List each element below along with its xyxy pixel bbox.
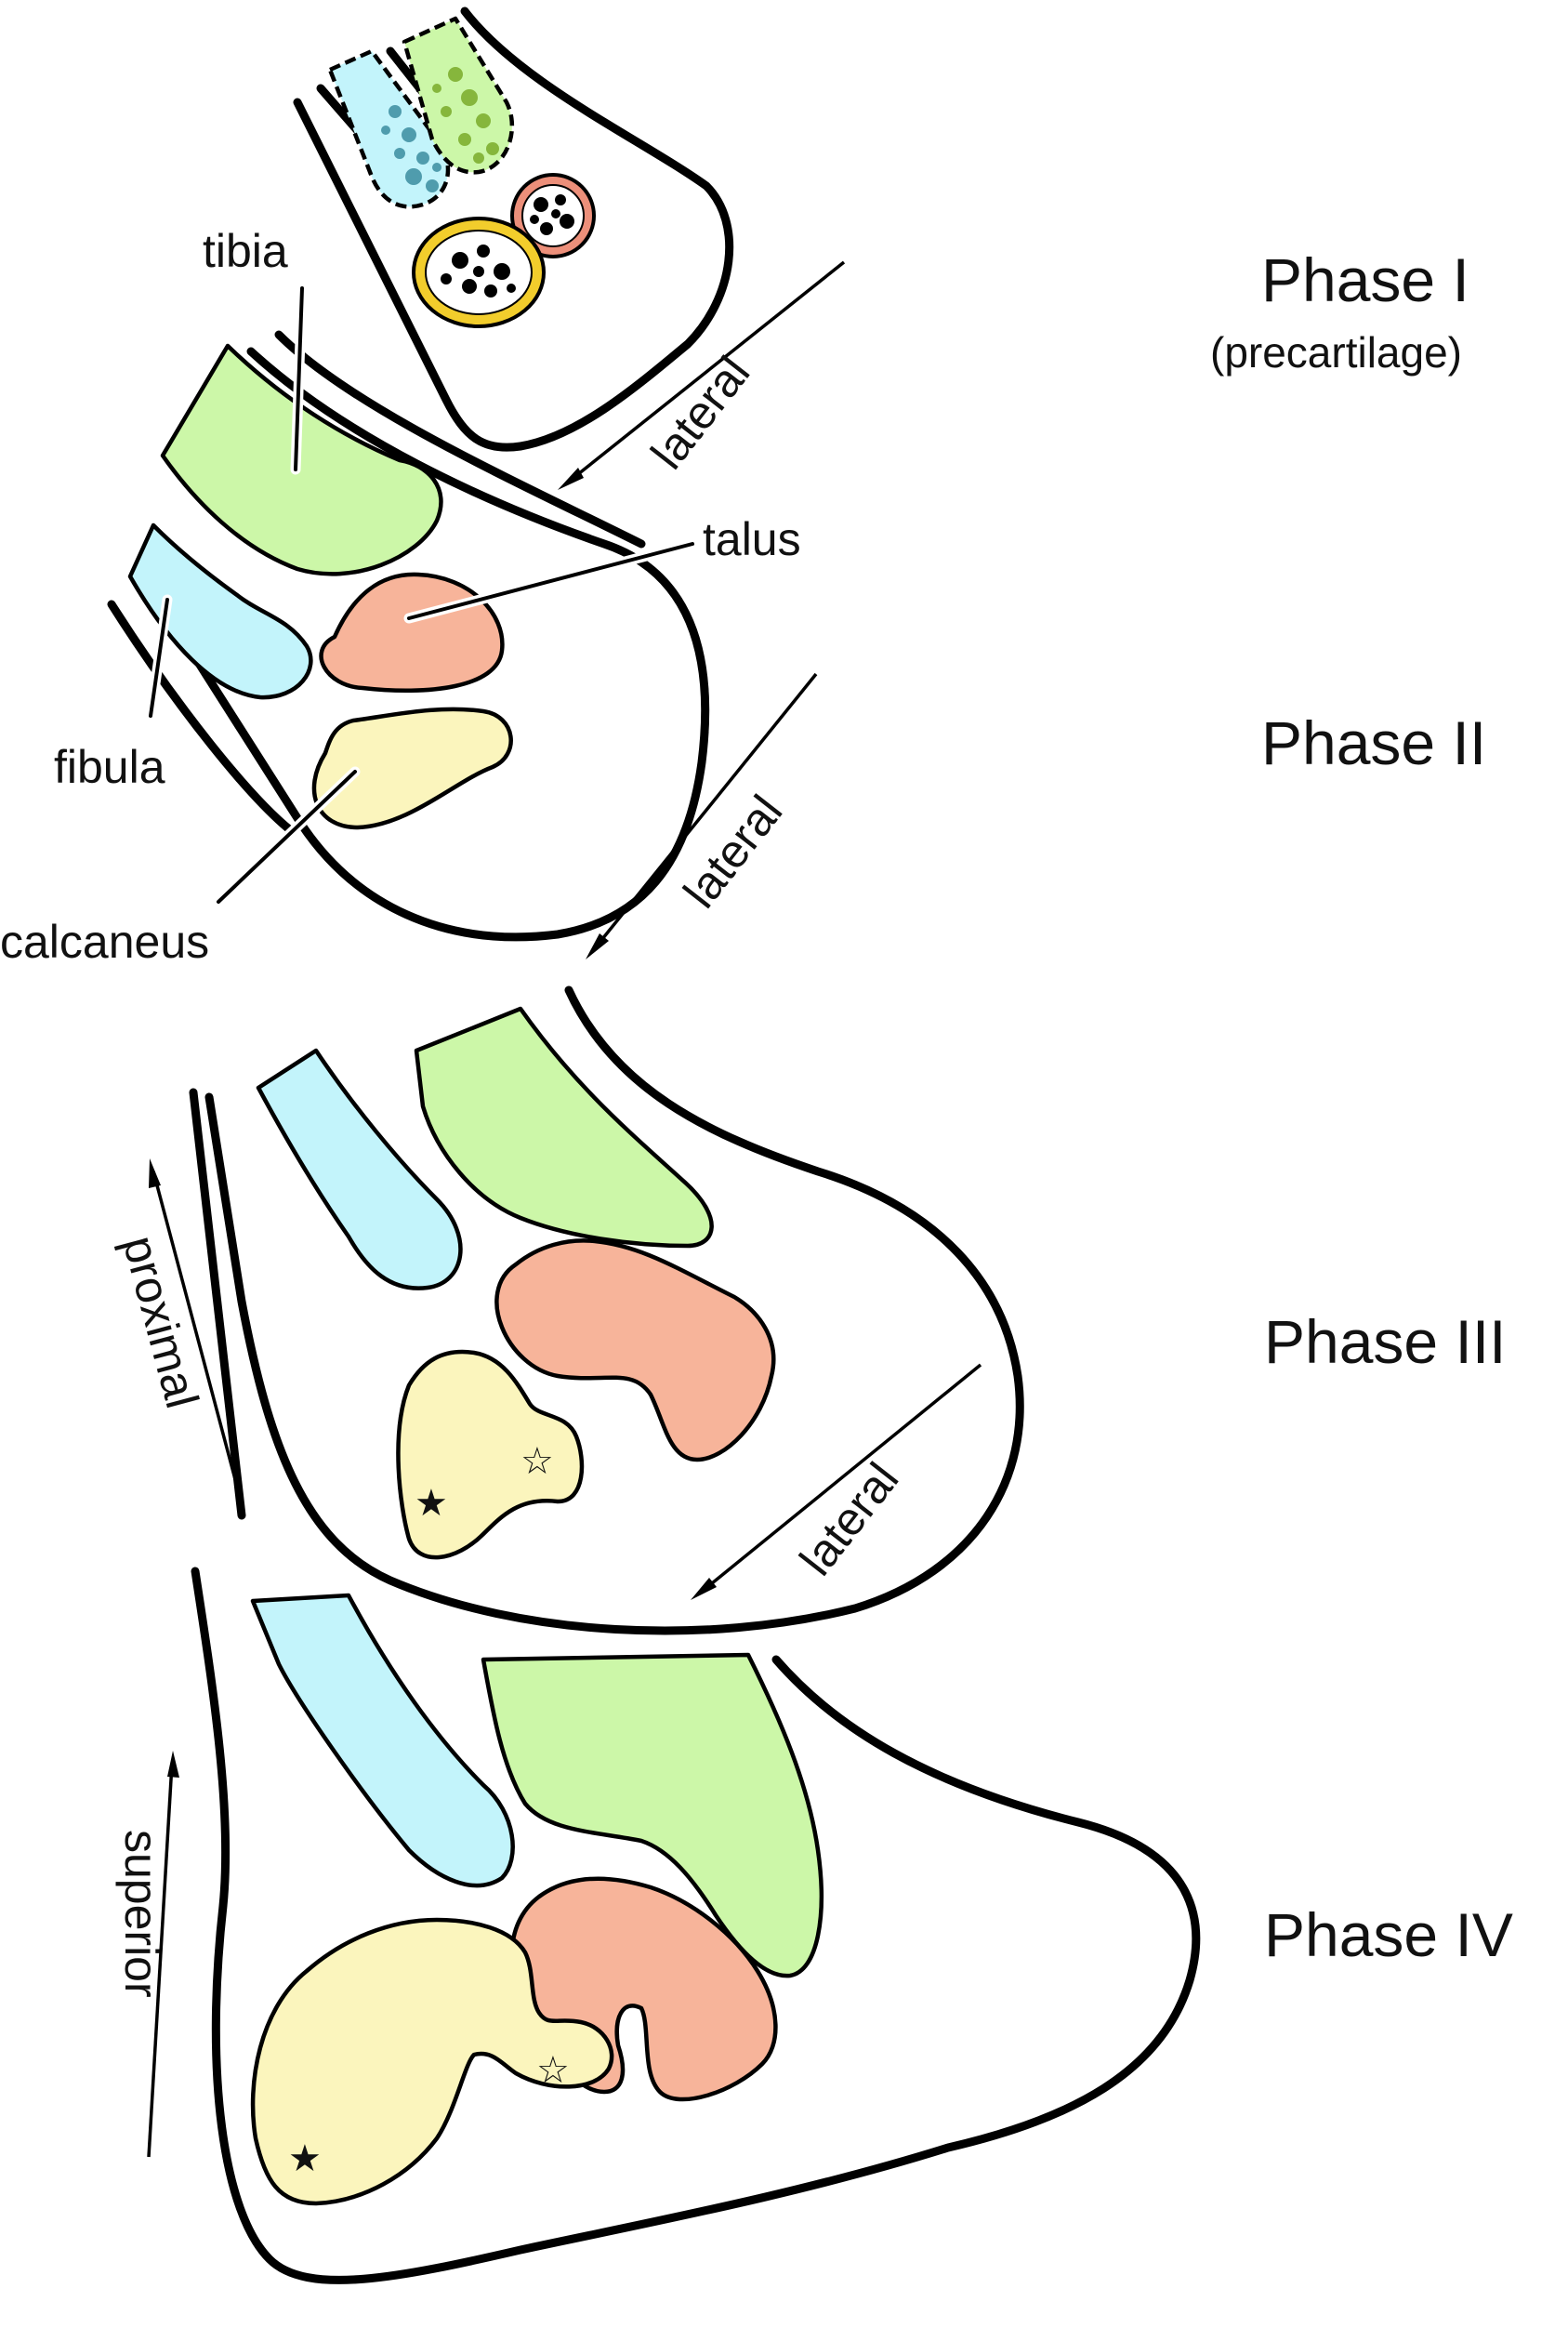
phase-2-limb-outline — [163, 347, 710, 942]
phase-1-subtitle: (precartilage) — [1210, 328, 1462, 377]
phase-1-tibia-dots — [432, 67, 499, 164]
phase-3-open-star: ☆ — [520, 1441, 554, 1482]
tibia-leader-line — [294, 286, 304, 471]
fibula-label: fibula — [54, 741, 165, 793]
talus-label: talus — [703, 513, 801, 565]
phase-4-title: Phase IV — [1264, 1900, 1513, 1969]
superior-arrow — [147, 1751, 179, 2158]
talus-leader-line — [407, 542, 694, 620]
phase-2-limb-inner-edge-2 — [107, 600, 297, 837]
phase-1-drawing — [293, 7, 734, 452]
phase-2-drawing — [107, 283, 710, 942]
superior-label: superior — [115, 1830, 167, 1998]
phase-2-limb-inner-edge — [274, 330, 646, 549]
phase-3-drawing — [189, 985, 1024, 1635]
lateral-arrow-2 — [586, 672, 818, 959]
calcaneus-leader-line — [217, 770, 357, 904]
phase-1-tibia — [402, 16, 515, 175]
phase-3-calcaneus — [396, 1349, 585, 1560]
proximal-arrow — [149, 1158, 245, 1512]
phase-2-fibula — [127, 522, 313, 700]
phase-4-fibula — [250, 1593, 515, 1888]
phase-3-title: Phase III — [1264, 1307, 1507, 1376]
phase-4-tibia — [481, 1652, 824, 1978]
phase-2-title: Phase II — [1261, 708, 1486, 777]
phase-2-tibia — [160, 343, 443, 576]
lateral-arrow-3 — [691, 1363, 982, 1600]
phase-3-fibula — [256, 1048, 463, 1290]
lateral-arrow-1 — [558, 260, 846, 490]
calcaneus-label: calcaneus — [0, 916, 209, 968]
phase-3-tibia — [414, 1006, 714, 1249]
phase-4-filled-star: ★ — [288, 2138, 322, 2179]
phase-2-talus — [319, 572, 505, 694]
phase-1-limb-outline — [293, 7, 734, 452]
phase-4-limb-outline — [191, 1567, 1201, 2284]
tibia-label: tibia — [203, 225, 288, 277]
phase-4-calcaneus — [250, 1917, 614, 2206]
phase-3-limb-left-edge — [189, 1088, 246, 1520]
phase-1-fibula-dots — [381, 105, 441, 192]
phase-3-filled-star: ★ — [415, 1483, 448, 1524]
phase-4-drawing — [191, 1567, 1201, 2284]
phase-3-limb-outline — [204, 985, 1024, 1635]
phase-1-talus-speckle — [530, 194, 574, 235]
fibula-leader-line — [149, 598, 169, 718]
phase-1-calcaneus-speckle — [441, 245, 516, 298]
phase-2-calcaneus — [311, 707, 513, 830]
phase-4-open-star: ☆ — [536, 2050, 570, 2091]
phase-1-title: Phase I — [1261, 245, 1469, 314]
phase-3-talus — [494, 1238, 776, 1462]
